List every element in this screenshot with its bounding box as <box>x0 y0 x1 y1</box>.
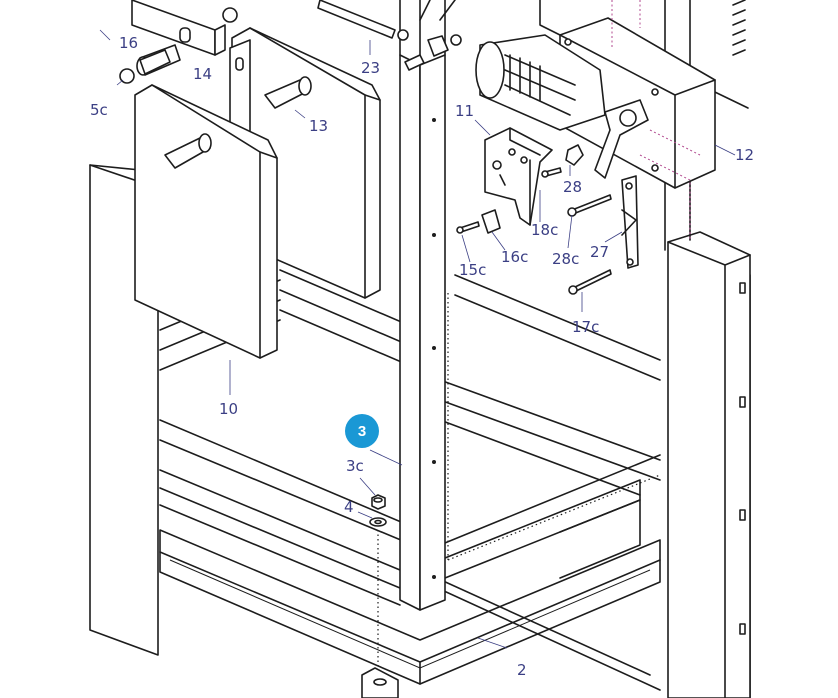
callout-5c: 5c <box>90 101 108 119</box>
shaft-23 <box>317 0 462 71</box>
callout-12: 12 <box>735 146 754 164</box>
leader-lines <box>99 29 736 649</box>
callout-4: 4 <box>344 498 354 516</box>
callout-23: 23 <box>361 59 380 77</box>
callout-28c: 28c <box>552 250 579 268</box>
nut-3c <box>371 494 386 510</box>
switch-28 <box>541 144 584 178</box>
callout-2: 2 <box>517 661 527 679</box>
callout-badge-3[interactable]: 3 <box>345 414 379 448</box>
badge-number: 3 <box>358 423 366 440</box>
right-side-panel <box>667 0 751 698</box>
screw-28c <box>567 194 612 217</box>
switch-16c <box>456 209 501 234</box>
callout-13: 13 <box>309 117 328 135</box>
foot-bracket <box>361 667 399 698</box>
callout-15c: 15c <box>459 261 486 279</box>
callout-11: 11 <box>455 102 474 120</box>
callout-17c: 17c <box>572 318 599 336</box>
callout-18c: 18c <box>531 221 558 239</box>
pin-14 <box>139 49 171 75</box>
callout-27: 27 <box>590 243 609 261</box>
callout-3c: 3c <box>346 457 364 475</box>
clip-5c <box>119 7 238 84</box>
callout-16: 16 <box>119 34 138 52</box>
callout-10: 10 <box>219 400 238 418</box>
lever-27 <box>621 175 639 269</box>
main-post <box>399 0 446 611</box>
screw-17c <box>568 269 612 295</box>
plate-10 <box>131 0 278 359</box>
callout-16c: 16c <box>501 248 528 266</box>
bracket-11 <box>484 127 553 226</box>
callout-28: 28 <box>563 178 582 196</box>
callout-14: 14 <box>193 65 212 83</box>
motor-assembly-12 <box>475 0 716 240</box>
washer-4 <box>369 517 387 670</box>
